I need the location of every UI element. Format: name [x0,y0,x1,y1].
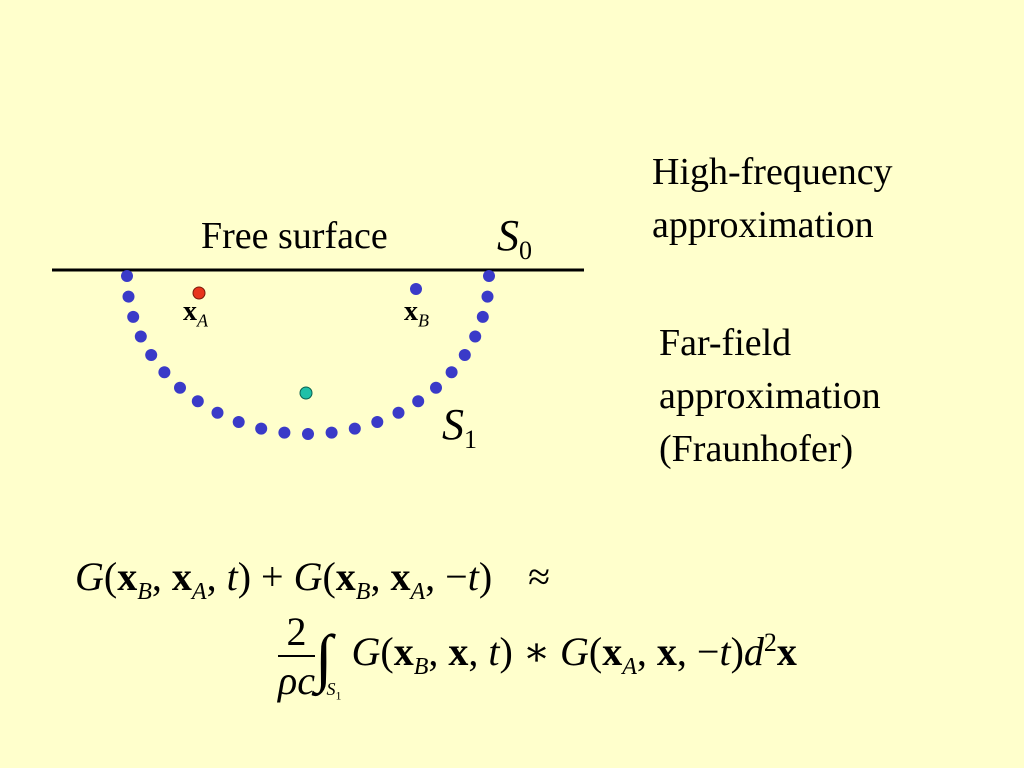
boundary-dot [430,381,442,394]
boundary-dot [232,416,245,428]
s1-subscript: 1 [464,425,477,455]
boundary-dot [134,330,147,343]
point-b-symbol: x [404,296,418,327]
free-surface-label: Free surface [201,215,388,257]
boundary-dot [191,395,204,408]
boundary-dot [476,310,489,323]
boundary-dot [483,270,495,282]
boundary-dot [445,366,458,379]
boundary-dot [122,290,135,303]
high-frequency-line-1: High-frequency [652,151,893,193]
boundary-dot [211,406,224,419]
boundary-dot [371,416,384,428]
boundary-dot [278,426,291,439]
high-frequency-line-2: approximation [652,204,874,246]
far-field-line-1: Far-field [659,322,792,364]
boundary-dot [325,426,338,439]
boundary-dots [121,270,495,440]
boundary-dot [469,330,482,343]
boundary-dot [348,422,361,435]
s1-label: S1 [442,399,477,455]
far-field-note: Far-field approximation (Fraunhofer) [659,317,881,476]
fraction-denominator: ρc [278,658,315,703]
boundary-dot [392,406,405,419]
s0-subscript: 0 [519,236,532,266]
approx-symbol: ≈ [528,554,551,599]
equation-line-2: 2 ρc ∫S1 G(xB, x, t) ∗ G(xA, x, −t)d2x [278,608,797,704]
s0-label: S0 [497,210,532,266]
boundary-dot [158,366,171,379]
integral-sign: ∫ [314,622,333,694]
point-a-symbol: x [183,296,197,327]
equation-line-1: G(xB, xA, t) + G(xB, xA, −t) ≈ [75,554,551,605]
far-field-line-3: (Fraunhofer) [659,428,854,470]
boundary-dot [412,395,425,408]
boundary-dot [255,422,268,435]
fraction-numerator: 2 [278,608,315,657]
point-a-subscript: A [197,310,208,331]
integral-domain: S1 [326,679,342,703]
s1-symbol: S [442,400,464,449]
high-frequency-note: High-frequency approximation [652,146,893,252]
boundary-dot [458,349,471,361]
point-b-marker [410,283,422,295]
point-a-label: xA [183,296,208,332]
boundary-dot [145,349,158,361]
boundary-dot [481,290,494,303]
point-b-subscript: B [418,310,429,331]
equation-fraction: 2 ρc [278,608,315,704]
boundary-dot [302,428,314,440]
far-field-line-2: approximation [659,375,881,417]
boundary-dot [174,381,186,394]
s0-symbol: S [497,211,519,260]
center-point-marker [299,386,313,400]
boundary-dot [121,270,133,282]
boundary-dot [127,310,140,323]
point-b-label: xB [404,296,429,332]
point-a-marker [192,286,206,300]
